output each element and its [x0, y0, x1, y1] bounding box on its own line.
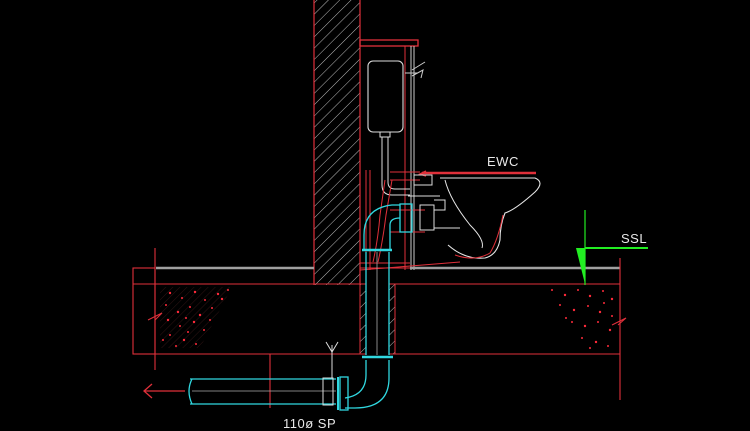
pipe-sleeve — [359, 283, 396, 355]
pipe-size-label: 110ø SP — [283, 416, 337, 431]
flow-arrow-icon — [143, 383, 185, 399]
concrete-fill-left — [160, 287, 232, 348]
ssl-label: SSL — [621, 231, 648, 246]
soil-pipe — [188, 203, 413, 411]
masonry-wall — [313, 0, 361, 285]
pipe-hanger — [325, 341, 339, 378]
concealed-cistern — [367, 60, 426, 196]
level-marker-icon — [576, 210, 648, 285]
ewc-label: EWC — [487, 154, 519, 169]
concrete-fill-right — [551, 289, 614, 349]
ewc-pan — [408, 170, 541, 259]
frame-top-shelf — [359, 39, 419, 270]
